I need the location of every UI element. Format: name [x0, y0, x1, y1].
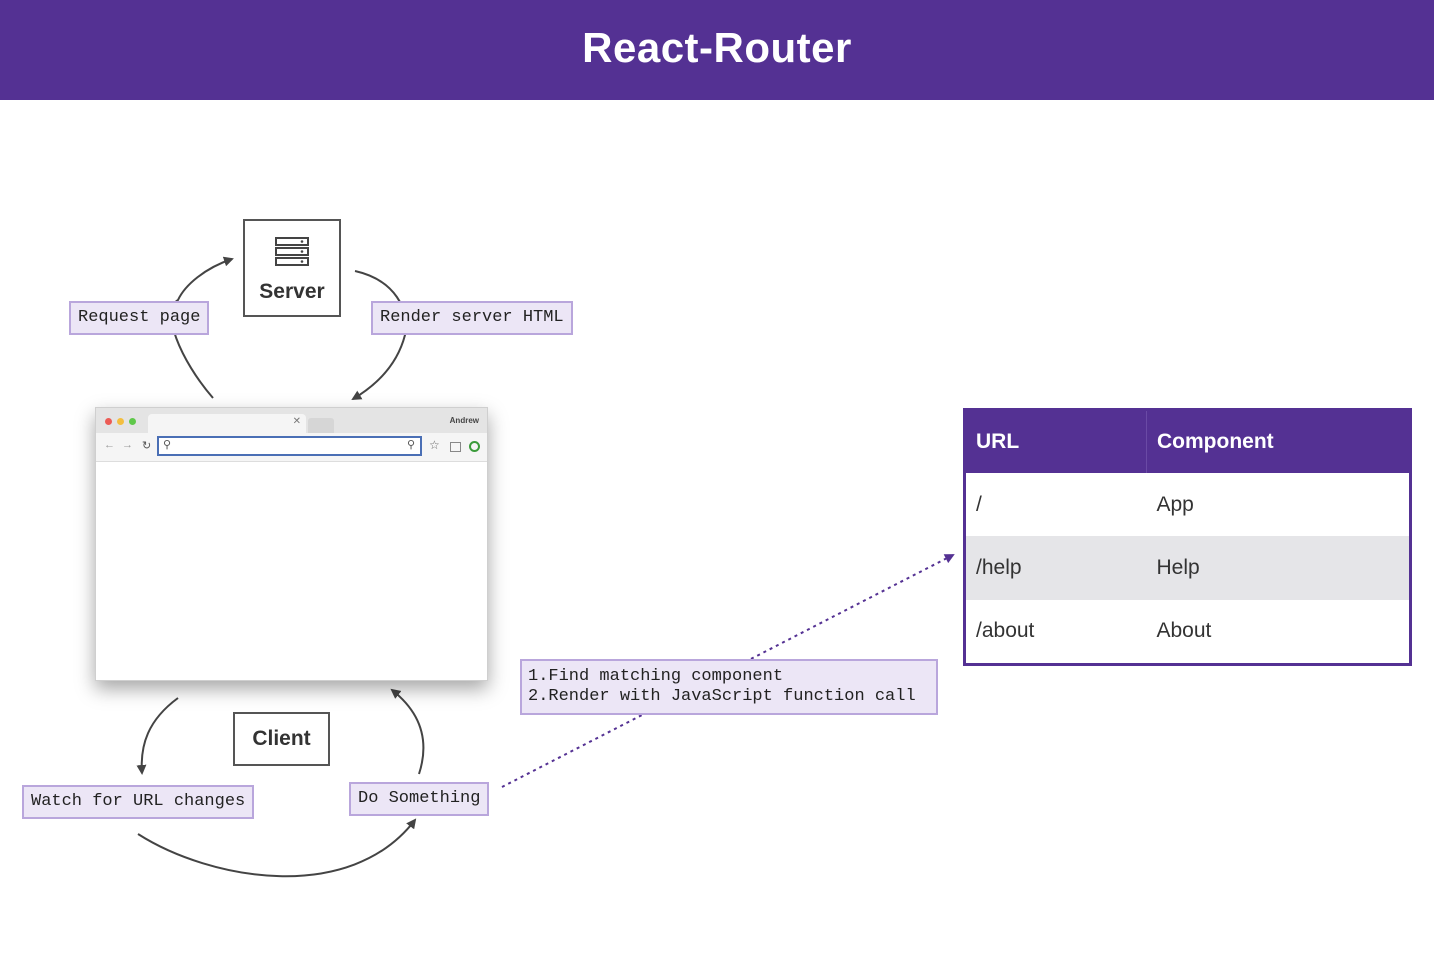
browser-tab: ✕	[148, 414, 306, 433]
browser-toolbar: ← → ↻ ⚲ ⚲ ☆	[96, 433, 487, 462]
header-bar: React-Router	[0, 0, 1434, 100]
search-icon: ⚲	[163, 439, 172, 451]
render-server-html-label: Render server HTML	[371, 301, 573, 335]
browser-titlebar: ✕ Andrew	[96, 408, 487, 433]
arrow-watch-to-do	[137, 818, 417, 878]
route-component: About	[1156, 619, 1212, 643]
client-node: Client	[233, 712, 330, 766]
back-arrow-icon: ←	[104, 439, 115, 451]
route-url: /about	[976, 619, 1035, 643]
arrow-server-to-browser	[351, 270, 407, 401]
steps-note: 1.Find matching component 2.Render with …	[520, 659, 938, 715]
routes-table: URL Component / App /help Help /about Ab…	[963, 408, 1412, 666]
step-1: 1.Find matching component	[528, 667, 784, 686]
table-row: / App	[966, 473, 1409, 536]
server-label: Server	[259, 280, 325, 303]
do-something-label: Do Something	[349, 782, 490, 816]
server-node: Server	[243, 219, 341, 317]
address-bar: ⚲ ⚲	[157, 436, 422, 456]
routes-header-row: URL Component	[966, 411, 1409, 474]
arrow-browser-to-watch	[136, 697, 179, 775]
route-url: /	[976, 492, 982, 516]
page-title: React-Router	[582, 24, 852, 71]
close-dot-icon	[105, 418, 112, 425]
url-column-header: URL	[966, 411, 1147, 474]
route-component: App	[1156, 492, 1194, 516]
maximize-dot-icon	[129, 418, 136, 425]
star-icon: ☆	[429, 438, 440, 452]
watch-url-changes-label: Watch for URL changes	[22, 785, 255, 819]
route-url: /help	[966, 536, 1147, 600]
table-row: /help Help	[966, 536, 1409, 600]
route-component: Help	[1146, 536, 1409, 600]
tab-close-icon: ✕	[292, 416, 301, 427]
new-tab-button	[308, 418, 334, 433]
extension-circle-icon	[469, 441, 480, 452]
reload-icon: ↻	[142, 440, 152, 452]
zoom-icon: ⚲	[406, 439, 415, 451]
extension-icon	[450, 442, 461, 452]
table-row: /about About	[966, 600, 1409, 663]
step-2: 2.Render with JavaScript function call	[528, 687, 916, 706]
server-icon	[275, 237, 309, 266]
browser-user-name: Andrew	[449, 416, 479, 425]
minimize-dot-icon	[117, 418, 124, 425]
browser-window: ✕ Andrew ← → ↻ ⚲ ⚲ ☆	[95, 407, 488, 681]
forward-arrow-icon: →	[122, 439, 133, 451]
component-column-header: Component	[1146, 411, 1409, 474]
arrow-do-to-browser	[390, 688, 425, 775]
request-page-label: Request page	[69, 301, 210, 335]
